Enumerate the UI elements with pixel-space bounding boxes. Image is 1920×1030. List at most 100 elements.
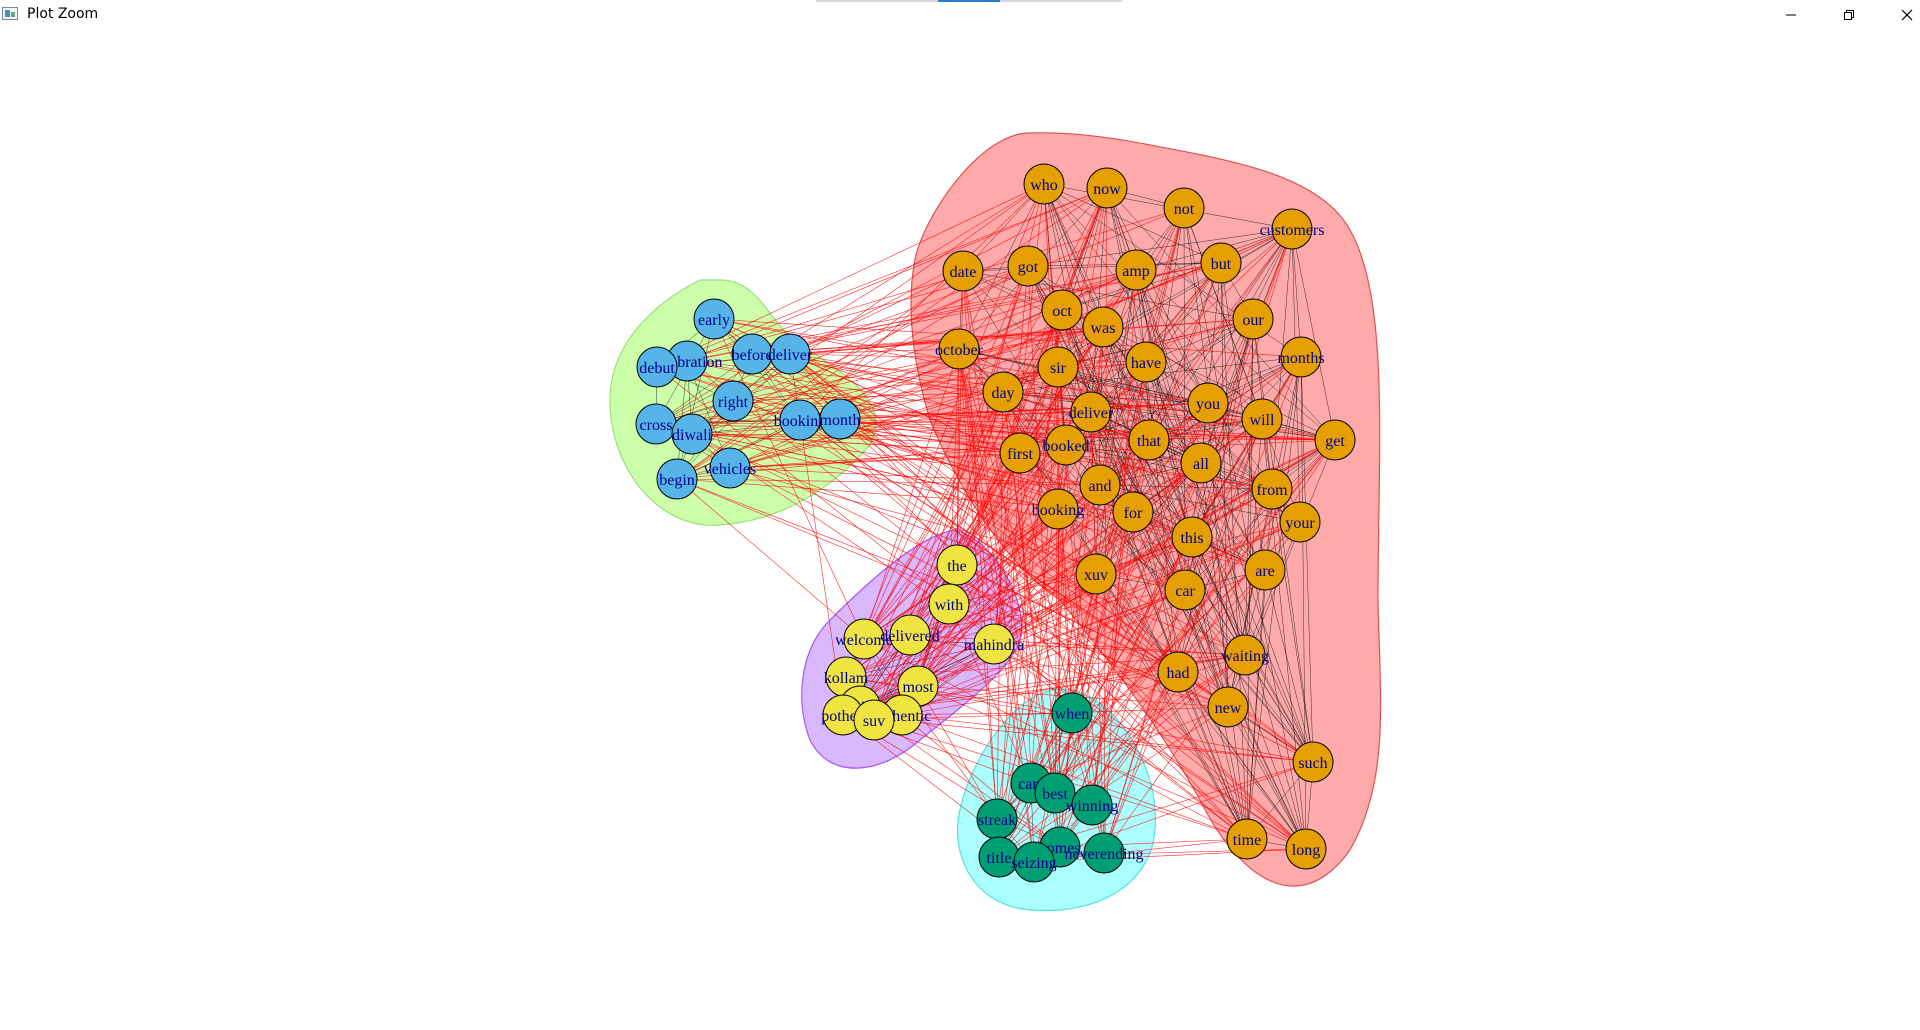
restore-icon: [1844, 10, 1854, 20]
node-who: who: [1023, 163, 1065, 205]
edge-between: [909, 391, 1004, 636]
edge-between: [948, 603, 1032, 784]
edge-between: [732, 326, 1104, 402]
edge-between: [948, 521, 1301, 605]
edge-between: [691, 433, 1266, 571]
node-and: and: [1079, 464, 1121, 506]
edge-between: [676, 270, 964, 480]
edge-between: [909, 634, 1246, 656]
node-got: got: [1007, 245, 1049, 287]
node-label: kollam: [824, 670, 869, 687]
node-our: our: [1232, 298, 1274, 340]
minimize-icon: [1786, 14, 1796, 16]
node-label: booked: [1042, 438, 1089, 455]
edge-between: [1030, 706, 1229, 784]
edge-between: [956, 444, 1067, 566]
edge-between: [993, 488, 1273, 645]
edge-between: [956, 564, 1179, 673]
edge-between: [917, 462, 1202, 687]
edge-between: [839, 418, 1097, 575]
edge-between: [789, 265, 1029, 355]
node-label: first: [1007, 446, 1033, 463]
close-button[interactable]: [1878, 0, 1920, 30]
edge-between: [839, 326, 1104, 420]
edge-within: [1244, 318, 1254, 656]
restore-button[interactable]: [1820, 0, 1878, 30]
edge-within: [1132, 511, 1307, 850]
node-label: amp: [1122, 263, 1150, 280]
edge-between: [789, 353, 1097, 575]
edge-between: [948, 573, 1097, 605]
edge-within: [1252, 318, 1314, 763]
edge-within: [1246, 569, 1266, 840]
node-label: your: [1285, 515, 1315, 532]
edge-within: [1065, 444, 1273, 490]
edge-between: [993, 521, 1301, 645]
edge-between: [1057, 508, 1073, 714]
edge-within: [1220, 262, 1248, 840]
edge-within: [1244, 654, 1314, 763]
node-sir: sir: [1037, 346, 1079, 388]
node-not: not: [1163, 187, 1205, 229]
node-label: got: [1018, 259, 1039, 276]
node-time: time: [1226, 818, 1268, 860]
edge-between: [713, 318, 1336, 441]
edge-between: [917, 391, 1004, 687]
node-label: oct: [1052, 303, 1072, 320]
node-label: with: [935, 597, 963, 614]
node-label: such: [1298, 755, 1327, 772]
edge-within: [1184, 418, 1263, 591]
node-deliver: deliver: [1069, 391, 1114, 433]
edge-between: [917, 685, 998, 820]
node-label: will: [1250, 412, 1275, 429]
node-label: new: [1215, 700, 1242, 717]
node-neverending: neverending: [1064, 832, 1144, 874]
edge-between: [962, 270, 1000, 858]
node-seizing: seizing: [1011, 841, 1057, 883]
node-delivered: delivered: [880, 614, 940, 656]
node-all: all: [1180, 442, 1222, 484]
edge-within: [1061, 228, 1293, 311]
edge-between: [789, 353, 1248, 840]
node-label: time: [1233, 832, 1261, 849]
edge-between: [751, 353, 1209, 404]
edge-between: [993, 643, 1307, 850]
edge-within: [1244, 418, 1263, 656]
node-have: have: [1125, 341, 1167, 383]
edge-between: [996, 309, 1063, 820]
node-was: was: [1082, 306, 1124, 348]
node-label: have: [1131, 355, 1161, 372]
minimize-button[interactable]: [1762, 0, 1820, 30]
node-car: car: [1164, 569, 1206, 611]
node-label: vehicles: [704, 461, 756, 478]
node-label: for: [1124, 505, 1143, 522]
edge-between: [1071, 361, 1147, 714]
node-xuv: xuv: [1075, 553, 1117, 595]
edge-within: [1191, 536, 1246, 656]
node-label: day: [991, 385, 1014, 402]
node-label: had: [1166, 665, 1189, 682]
node-label: debut: [639, 360, 675, 377]
edge-between: [1103, 187, 1108, 854]
node-label: month: [820, 412, 861, 429]
edge-within: [1102, 326, 1202, 464]
edge-between: [1103, 418, 1263, 854]
edge-between: [901, 714, 1248, 840]
edge-between: [958, 348, 1061, 848]
node-this: this: [1171, 516, 1213, 558]
edge-between: [686, 187, 1108, 362]
edge-between: [686, 360, 1067, 446]
edge-between: [962, 270, 1056, 794]
node-label: suv: [863, 713, 885, 730]
node-label: when: [1055, 706, 1090, 723]
edge-between: [1071, 536, 1193, 714]
node-label: months: [1277, 350, 1324, 367]
edge-between: [1054, 654, 1246, 794]
node-month: month: [819, 398, 861, 440]
edge-within: [1095, 326, 1104, 575]
node-oct: oct: [1041, 289, 1083, 331]
node-for: for: [1112, 491, 1154, 533]
node-long: long: [1285, 828, 1327, 870]
